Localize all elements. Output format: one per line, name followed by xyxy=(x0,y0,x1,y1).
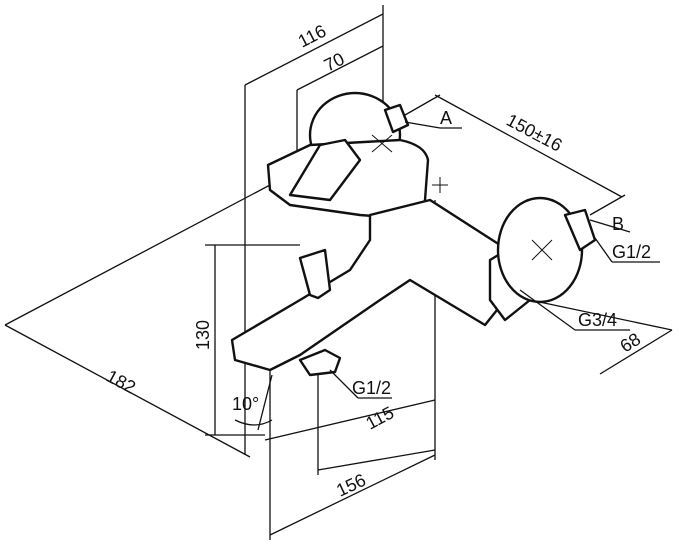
callout-leaders xyxy=(329,121,660,399)
dim-156: 156 xyxy=(333,470,369,501)
dimension-lines xyxy=(4,5,673,540)
dim-68: 68 xyxy=(617,329,645,357)
dim-182: 182 xyxy=(103,366,139,398)
callout-inlet-thread: G1/2 xyxy=(612,242,651,262)
callout-outlet-thread: G1/2 xyxy=(352,378,391,398)
dim-70: 70 xyxy=(321,49,348,76)
callout-a: A xyxy=(440,108,452,128)
dim-116: 116 xyxy=(295,21,330,52)
dim-angle: 10° xyxy=(232,394,259,414)
dim-130: 130 xyxy=(193,320,213,350)
callout-b: B xyxy=(612,214,624,234)
dim-115: 115 xyxy=(362,402,397,433)
callout-connection-thread: G3/4 xyxy=(578,310,617,330)
faucet-body xyxy=(230,91,597,377)
